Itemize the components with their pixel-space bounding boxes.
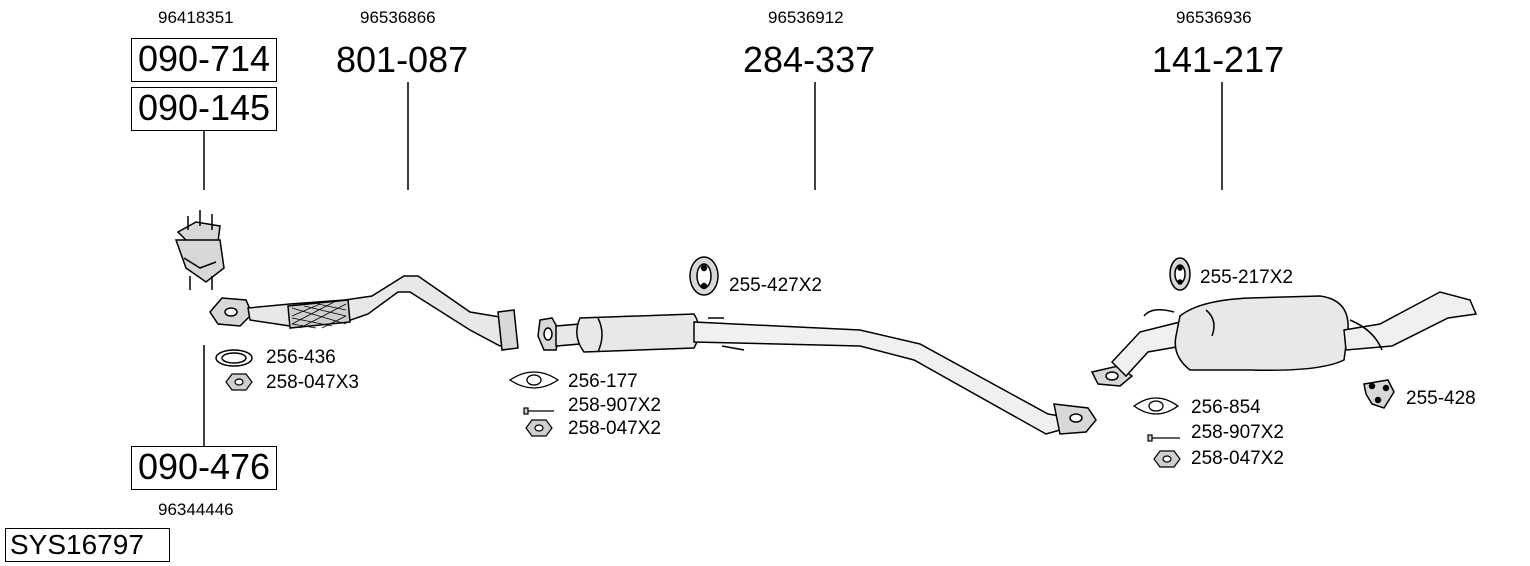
oem-number-catalyst: 96418351: [158, 8, 234, 27]
accessory-label-gasket-front: 256-177: [568, 371, 638, 392]
rear-silencer[interactable]: [1090, 291, 1478, 387]
nut-258-047X3-icon: [225, 373, 253, 391]
part-number-box-catalyst-bottom[interactable]: 090-476: [131, 446, 277, 490]
catalytic-converter[interactable]: [174, 210, 225, 290]
bolt-258-907X2-rear-icon: [1147, 434, 1180, 442]
accessory-label-hanger-rear: 255-217X2: [1200, 267, 1293, 288]
front-pipe[interactable]: [209, 275, 519, 351]
bracket-255-428-icon: [1363, 379, 1395, 409]
oem-number-front-pipe: 96536866: [360, 8, 436, 27]
accessory-label-bracket: 255-428: [1406, 388, 1476, 409]
bolt-258-907X2-icon: [523, 407, 554, 415]
accessory-label-nut: 258-047X3: [266, 372, 359, 393]
nut-258-047X2-rear-icon: [1153, 450, 1181, 468]
gasket-256-436-icon: [215, 349, 253, 367]
part-number-box-catalyst-1[interactable]: 090-714: [131, 38, 277, 82]
part-number-front-pipe[interactable]: 801-087: [336, 39, 469, 80]
oem-number-catalyst-bottom: 96344446: [158, 500, 234, 519]
hanger-255-217X2-icon: [1169, 257, 1191, 291]
gasket-256-854-icon: [1132, 397, 1180, 415]
accessory-label-nut-rear: 258-047X2: [1191, 448, 1284, 469]
nut-258-047X2-icon: [525, 419, 553, 437]
accessory-label-bolt-front: 258-907X2: [568, 395, 661, 416]
part-number-rear-silencer[interactable]: 141-217: [1152, 39, 1285, 80]
system-code-box: SYS16797: [5, 528, 170, 562]
accessory-label-gasket-rear: 256-854: [1191, 397, 1261, 418]
part-number-middle-silencer[interactable]: 284-337: [743, 39, 876, 80]
gasket-256-177-icon: [508, 371, 560, 389]
accessory-label-gasket: 256-436: [266, 347, 336, 368]
accessory-label-bolt-rear: 258-907X2: [1191, 422, 1284, 443]
accessory-label-hanger-middle: 255-427X2: [729, 275, 822, 296]
part-number-box-catalyst-2[interactable]: 090-145: [131, 87, 277, 131]
oem-number-middle-silencer: 96536912: [768, 8, 844, 27]
accessory-label-nut-front: 258-047X2: [568, 418, 661, 439]
hanger-255-427X2-icon: [689, 256, 719, 296]
middle-silencer[interactable]: [537, 313, 1097, 435]
oem-number-rear-silencer: 96536936: [1176, 8, 1252, 27]
